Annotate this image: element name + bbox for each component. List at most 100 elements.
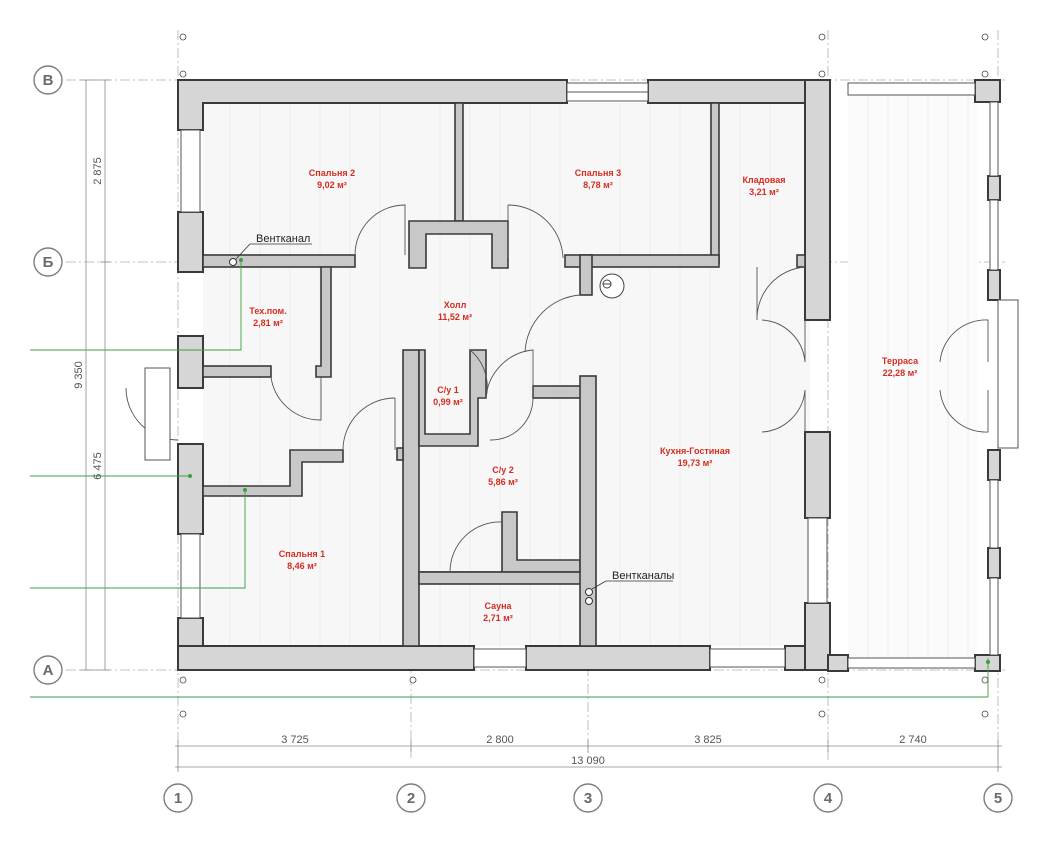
door-terrace-left — [761, 319, 806, 363]
top-wall-left — [177, 79, 568, 131]
room-area: 3,21 м² — [749, 187, 779, 197]
wall-s2-bottom — [202, 254, 356, 268]
vent-markers — [229, 243, 673, 605]
axis-col-2-label: 2 — [407, 790, 415, 807]
wall-sauna-top — [418, 571, 590, 585]
terrace-rail-right-4 — [989, 577, 999, 656]
right-wall-upper — [804, 79, 831, 321]
dim-bottom-2: 2 800 — [486, 734, 514, 746]
right-wall-mid — [804, 431, 831, 519]
bottom-wall-mid — [525, 645, 711, 671]
vent-lines — [30, 258, 990, 698]
door-su2 — [489, 397, 534, 441]
axis-row-a-label: А — [43, 662, 54, 679]
room-name: Кладовая — [742, 175, 785, 185]
window-right — [807, 517, 828, 604]
room-name: Спальня 3 — [575, 168, 621, 178]
axis-col-3: 3 — [573, 783, 603, 813]
terrace-rail-bottom — [847, 657, 976, 669]
vent-channels-icon-1 — [585, 588, 593, 596]
terrace-rail-top — [847, 82, 976, 96]
wall-tech-right — [315, 266, 332, 378]
wall-s3-klad — [710, 102, 720, 264]
axis-col-4: 4 — [813, 783, 843, 813]
room-name: Кухня-Гостиная — [660, 446, 730, 456]
dim-bottom-1: 3 725 — [281, 734, 309, 746]
room-name: Спальня 2 — [309, 168, 355, 178]
terrace-post-top — [974, 79, 1001, 103]
terrace-post-1 — [987, 175, 1001, 201]
wall-hall-stub — [396, 447, 404, 461]
window-left-1 — [180, 129, 201, 213]
room-su-2: С/у 2 5,86 м² — [488, 465, 518, 487]
room-labels: Спальня 2 9,02 м² Спальня 3 8,78 м² Клад… — [249, 168, 919, 623]
axis-row-v: В — [33, 65, 63, 95]
room-holl: Холл 11,52 м² — [438, 300, 472, 322]
wall-s1-top — [202, 449, 344, 497]
left-wall-seg-1 — [177, 211, 204, 273]
terrace-post-2 — [987, 269, 1001, 301]
bottom-wall-left — [177, 645, 475, 671]
vent-channel-icon — [229, 258, 237, 266]
left-wall-seg-3 — [177, 443, 204, 535]
room-spalnya-3: Спальня 3 8,78 м² — [575, 168, 621, 190]
door-spalnya1 — [342, 397, 396, 451]
doors — [125, 204, 1019, 573]
dimension-lines — [80, 79, 1002, 772]
right-wall-lower — [804, 602, 831, 671]
terrace-post-3 — [987, 449, 1001, 481]
room-name: Тех.пом. — [249, 306, 286, 316]
room-name: Терраса — [882, 356, 919, 366]
vent-channels-icon-2 — [585, 597, 593, 605]
interior-walls — [202, 102, 806, 647]
dim-left-2: 6 475 — [92, 452, 104, 480]
terrace-rail-right-2 — [989, 199, 999, 271]
window-bottom-1 — [473, 648, 527, 668]
dim-left-total: 9 350 — [73, 361, 85, 389]
room-area: 22,28 м² — [883, 368, 918, 378]
room-area: 19,73 м² — [678, 458, 713, 468]
vent-channel-label: Вентканал — [256, 233, 310, 245]
axis-col-3-label: 3 — [584, 790, 592, 807]
room-tech: Тех.пом. 2,81 м² — [249, 306, 286, 328]
wall-kitchen-nib — [579, 254, 593, 296]
room-su-1: С/у 1 0,99 м² — [433, 385, 463, 407]
door-spalnya2 — [354, 204, 406, 256]
axis-markers: В Б А 1 2 3 4 5 — [33, 65, 1013, 813]
room-area: 2,71 м² — [483, 613, 513, 623]
axis-row-v-label: В — [43, 72, 54, 89]
door-tech — [270, 376, 322, 421]
room-name: С/у 1 — [437, 385, 459, 395]
axis-col-1-label: 1 — [174, 790, 182, 807]
wall-kitchen-left — [579, 375, 597, 647]
room-area: 8,46 м² — [287, 561, 317, 571]
door-spalnya3 — [507, 204, 564, 259]
terrace-rail-right-3 — [989, 479, 999, 549]
axis-row-a: А — [33, 655, 63, 685]
left-wall-seg-2 — [177, 335, 204, 389]
room-area: 0,99 м² — [433, 397, 463, 407]
terrace-door-frame — [997, 299, 1019, 449]
window-left-2 — [180, 533, 201, 619]
entrance-porch — [144, 367, 171, 461]
room-area: 9,02 м² — [317, 180, 347, 190]
axis-col-5: 5 — [983, 783, 1013, 813]
room-kladovaya: Кладовая 3,21 м² — [742, 175, 785, 197]
room-spalnya-2: Спальня 2 9,02 м² — [309, 168, 355, 190]
dimension-labels: 3 725 2 800 3 825 2 740 13 090 2 875 6 4… — [73, 157, 927, 767]
room-name: С/у 2 — [492, 465, 514, 475]
wall-s2-s3 — [454, 102, 464, 222]
wall-klad-stub — [796, 254, 806, 268]
door-kladovaya — [756, 266, 806, 321]
axis-row-b-label: Б — [43, 254, 54, 271]
terrace-floor — [848, 95, 978, 658]
door-terrace-right — [939, 319, 989, 363]
room-kitchen-living: Кухня-Гостиная 19,73 м² — [660, 446, 730, 468]
dim-bottom-4: 2 740 — [899, 734, 927, 746]
wall-tech-bottom — [202, 365, 272, 378]
vent-channels-label: Вентканалы — [612, 570, 674, 582]
room-area: 5,86 м² — [488, 477, 518, 487]
terrace-rail-right-1 — [989, 101, 999, 177]
